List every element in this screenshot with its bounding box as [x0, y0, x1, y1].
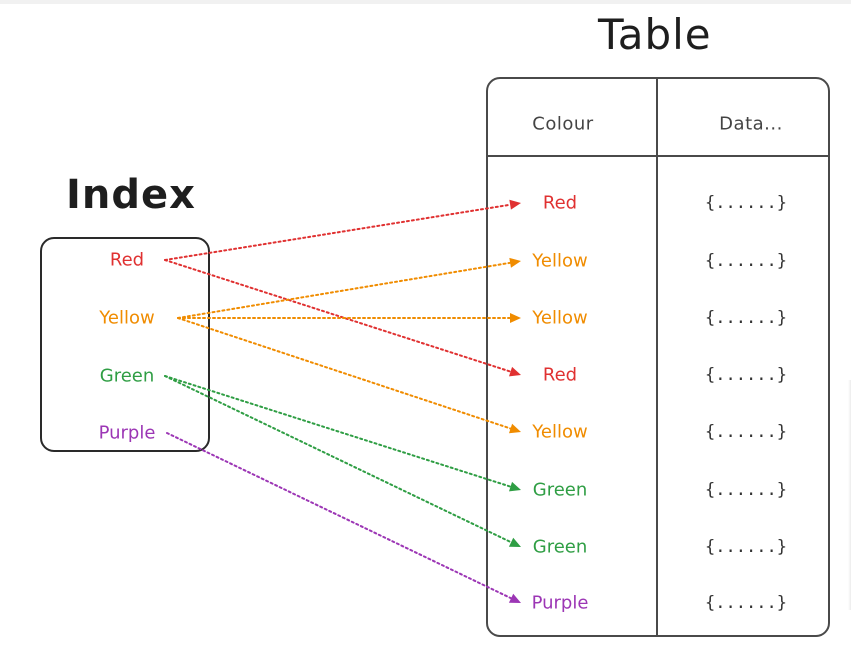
connector-line-yellow	[177, 317, 512, 430]
arrowhead-yellow	[510, 313, 521, 323]
table-cell-colour: Green	[532, 536, 588, 558]
table-cell-colour: Red	[542, 364, 578, 386]
table-header-divider	[486, 155, 830, 157]
table-cell-colour: Purple	[531, 592, 589, 614]
table-box	[486, 77, 830, 637]
arrowhead-green	[508, 481, 521, 492]
arrowhead-yellow	[508, 423, 521, 434]
index-item-green: Green	[99, 365, 155, 387]
table-cell-data: {......}	[705, 193, 787, 213]
connector-line-red	[164, 203, 512, 261]
connector-line-green	[164, 375, 512, 488]
index-box	[40, 237, 210, 452]
connector-line-purple	[166, 432, 513, 600]
table-cell-data: {......}	[705, 480, 787, 500]
table-cell-data: {......}	[705, 365, 787, 385]
table-header-colour: Colour	[532, 113, 594, 135]
connector-line-green	[164, 375, 513, 544]
index-item-purple: Purple	[98, 422, 156, 444]
table-cell-colour: Yellow	[532, 307, 588, 329]
top-border	[0, 0, 851, 4]
arrowhead-yellow	[509, 257, 521, 268]
arrowhead-green	[508, 537, 521, 547]
arrowhead-red	[508, 366, 521, 377]
table-cell-colour: Yellow	[532, 421, 588, 443]
edge-shadow	[848, 380, 851, 610]
table-cell-colour: Green	[532, 479, 588, 501]
table-cell-data: {......}	[705, 593, 787, 613]
table-header-data: Data...	[719, 113, 783, 135]
table-cell-colour: Yellow	[532, 250, 588, 272]
index-item-red: Red	[109, 249, 145, 271]
table-title: Table	[598, 10, 712, 59]
table-cell-data: {......}	[705, 251, 787, 271]
table-cell-data: {......}	[705, 537, 787, 557]
index-title: Index	[66, 172, 196, 218]
arrowhead-red	[509, 199, 521, 210]
connector-line-red	[164, 259, 512, 373]
arrowhead-purple	[508, 593, 521, 603]
connector-line-yellow	[177, 261, 512, 319]
table-cell-data: {......}	[705, 308, 787, 328]
table-cell-data: {......}	[705, 422, 787, 442]
table-cell-colour: Red	[542, 192, 578, 214]
index-item-yellow: Yellow	[99, 307, 155, 329]
table-column-divider	[656, 77, 658, 637]
